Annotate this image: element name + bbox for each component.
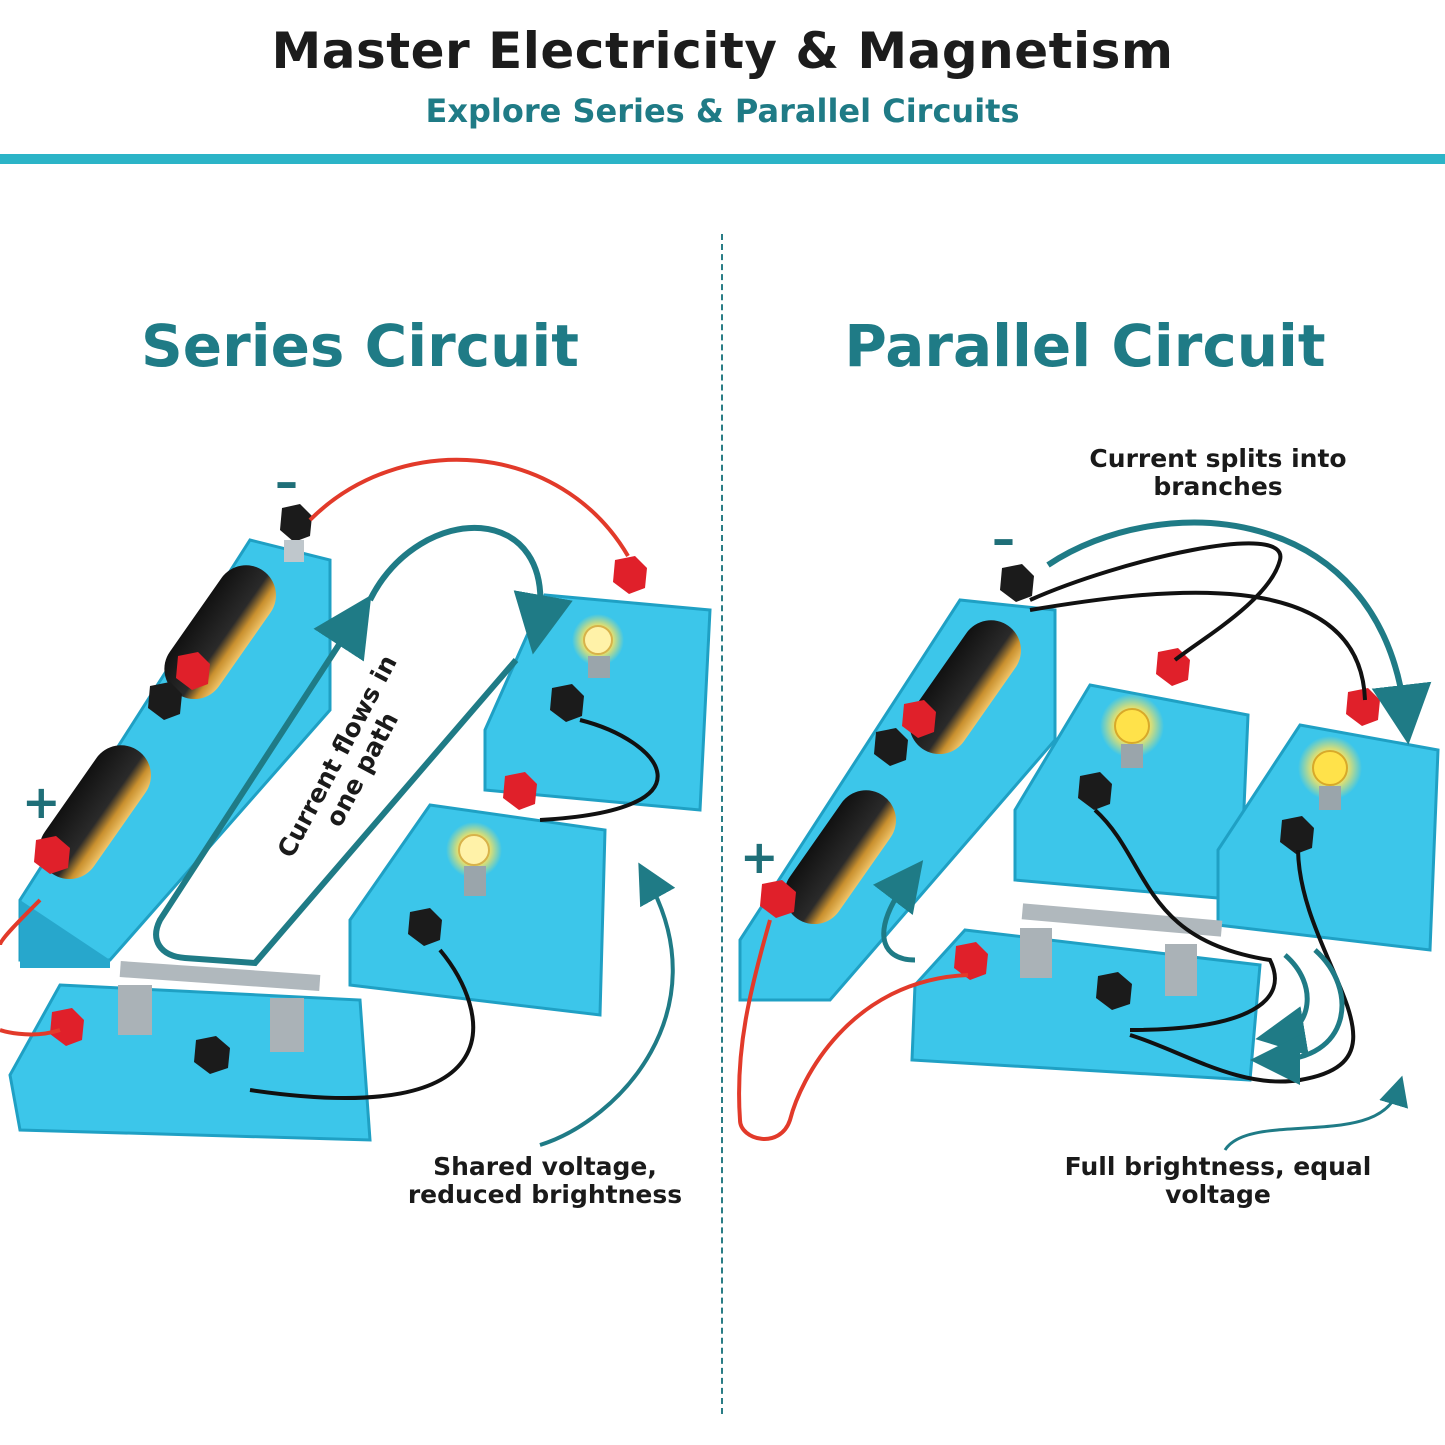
series-minus-sign: – [275, 455, 298, 509]
center-divider [721, 234, 723, 1414]
parallel-switch [910, 903, 1262, 1082]
header: Master Electricity & Magnetism Explore S… [0, 0, 1445, 164]
parallel-minus-sign: – [992, 512, 1015, 566]
parallel-plus-sign: + [740, 830, 779, 884]
parallel-battery-holder [738, 564, 1057, 1002]
series-battery-holder [18, 538, 332, 968]
parallel-title: Parallel Circuit [844, 312, 1326, 380]
parallel-split-label-line1: Current splits into [1089, 444, 1347, 473]
page-subtitle: Explore Series & Parallel Circuits [425, 92, 1020, 130]
parallel-diagram [737, 519, 1440, 1151]
series-caption: Shared voltage, reduced brightness [395, 1153, 695, 1209]
series-switch [8, 961, 372, 1142]
parallel-split-label: Current splits into branches [1068, 445, 1368, 501]
parallel-bulb-holder-2 [1216, 688, 1440, 952]
parallel-bulb-holder-1 [1013, 648, 1250, 902]
parallel-caption: Full brightness, equal voltage [1058, 1153, 1378, 1209]
series-battery-terminals [34, 504, 312, 874]
parallel-split-label-line2: branches [1153, 472, 1283, 501]
parallel-caption-line2: voltage [1165, 1180, 1271, 1209]
parallel-caption-line1: Full brightness, equal [1064, 1152, 1372, 1181]
series-caption-line1: Shared voltage, [433, 1152, 657, 1181]
series-title: Series Circuit [141, 312, 579, 380]
series-bulb-holder-2 [348, 772, 607, 1017]
series-caption-line2: reduced brightness [407, 1180, 683, 1209]
header-rule [0, 154, 1445, 164]
page-title: Master Electricity & Magnetism [271, 22, 1174, 80]
series-plus-sign: + [22, 775, 61, 829]
series-diagram [0, 457, 712, 1147]
series-bulb-holder-1 [483, 556, 712, 812]
